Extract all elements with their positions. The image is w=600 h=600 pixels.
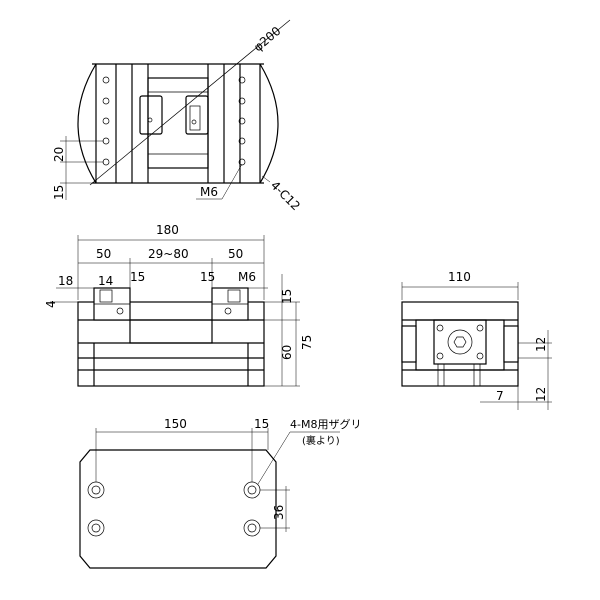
width-180-label: 180 [156, 223, 179, 237]
chamfer-label: 4-C12 [268, 178, 303, 213]
thread-label-front: M6 [238, 270, 256, 284]
side-view: 110 12 7 12 [401, 270, 552, 410]
top-view: φ200 20 15 M6 4-C12 [52, 19, 303, 213]
diameter-label: φ200 [251, 24, 284, 55]
dim-60-label: 60 [280, 345, 294, 360]
dim-36-label: 36 [272, 505, 286, 520]
front-view: 180 50 29~80 50 18 14 15 15 M6 4 15 60 7… [44, 223, 314, 387]
left-50-label: 50 [96, 247, 111, 261]
dim-7-label: 7 [496, 389, 504, 403]
width-150-label: 150 [164, 417, 187, 431]
dim-20-label: 20 [52, 147, 66, 162]
dim-18-label: 18 [58, 274, 73, 288]
dim-75-label: 75 [300, 335, 314, 350]
dim-14-label: 14 [98, 274, 113, 288]
dim-12a-label: 12 [534, 337, 548, 352]
width-110-label: 110 [448, 270, 471, 284]
dim-15b-label: 15 [200, 270, 215, 284]
dim-12b-label: 12 [534, 387, 548, 402]
dim-4-label: 4 [44, 300, 58, 308]
bottom-view: 150 15 36 4-M8用ザグリ (裏より) [79, 417, 361, 569]
dim-15a-label: 15 [130, 270, 145, 284]
dim-15-label: 15 [52, 185, 66, 200]
thread-label: M6 [200, 185, 218, 199]
right-50-label: 50 [228, 247, 243, 261]
counterbore-note: 4-M8用ザグリ [290, 417, 361, 431]
dim-15-bottom-label: 15 [254, 417, 269, 431]
counterbore-note-sub: (裏より) [302, 434, 340, 447]
range-label: 29~80 [148, 247, 189, 261]
dim-15-side-label: 15 [280, 289, 294, 304]
